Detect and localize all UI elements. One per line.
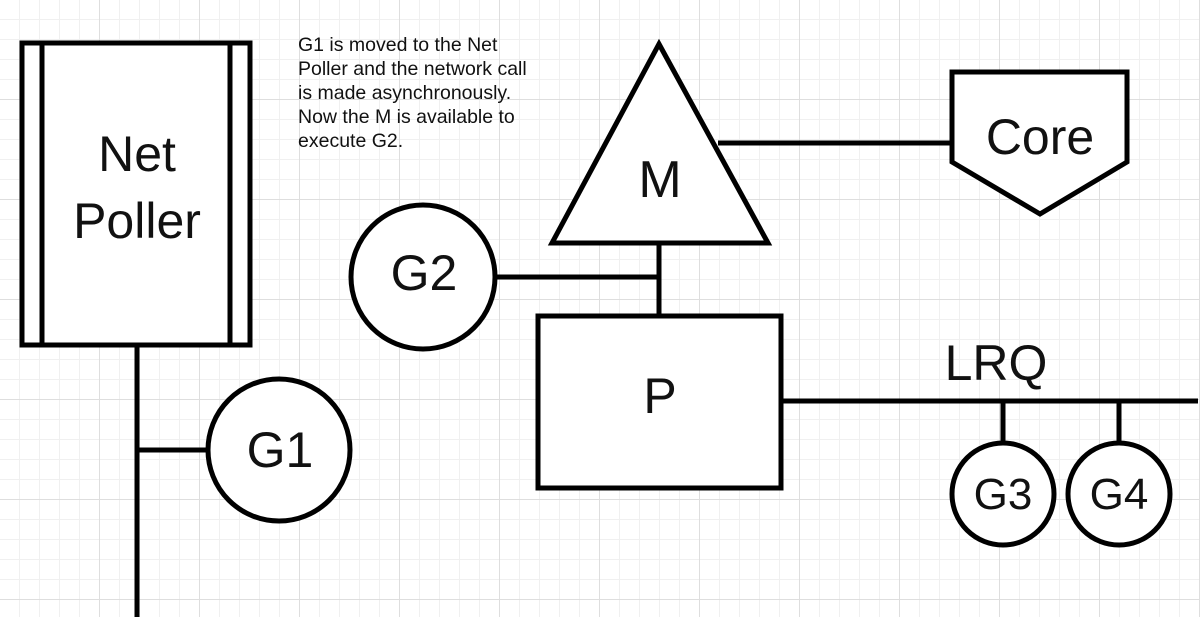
goroutine-g2: G2 — [348, 202, 498, 352]
annotation-note: G1 is moved to the Net Poller and the ne… — [298, 34, 527, 152]
g2-circle — [348, 202, 498, 352]
g1-circle — [205, 376, 353, 524]
g4-circle — [1065, 440, 1173, 548]
machine-label: M — [638, 151, 681, 209]
processor-box — [535, 313, 784, 491]
g3-label: G3 — [974, 470, 1033, 519]
net-poller-label-line2: Poller — [73, 193, 201, 249]
processor-p: P — [535, 313, 784, 491]
core: Core — [949, 69, 1130, 217]
core-label: Core — [986, 109, 1094, 165]
core-shape — [949, 69, 1130, 217]
machine-m: M — [547, 38, 773, 246]
net-poller-label-line1: Net — [98, 126, 176, 182]
connectors — [134, 140, 1198, 617]
machine-triangle — [547, 38, 773, 246]
net-poller: Net Poller — [19, 40, 253, 348]
goroutine-g1: G1 — [205, 376, 353, 524]
g1-label: G1 — [247, 422, 314, 478]
goroutine-g3: G3 — [949, 440, 1057, 548]
goroutine-g4: G4 — [1065, 440, 1173, 548]
g3-circle — [949, 440, 1057, 548]
net-poller-box — [19, 40, 253, 348]
lrq-label: LRQ — [945, 335, 1048, 391]
processor-label: P — [643, 368, 676, 424]
g2-label: G2 — [391, 245, 458, 301]
g4-label: G4 — [1090, 470, 1149, 519]
